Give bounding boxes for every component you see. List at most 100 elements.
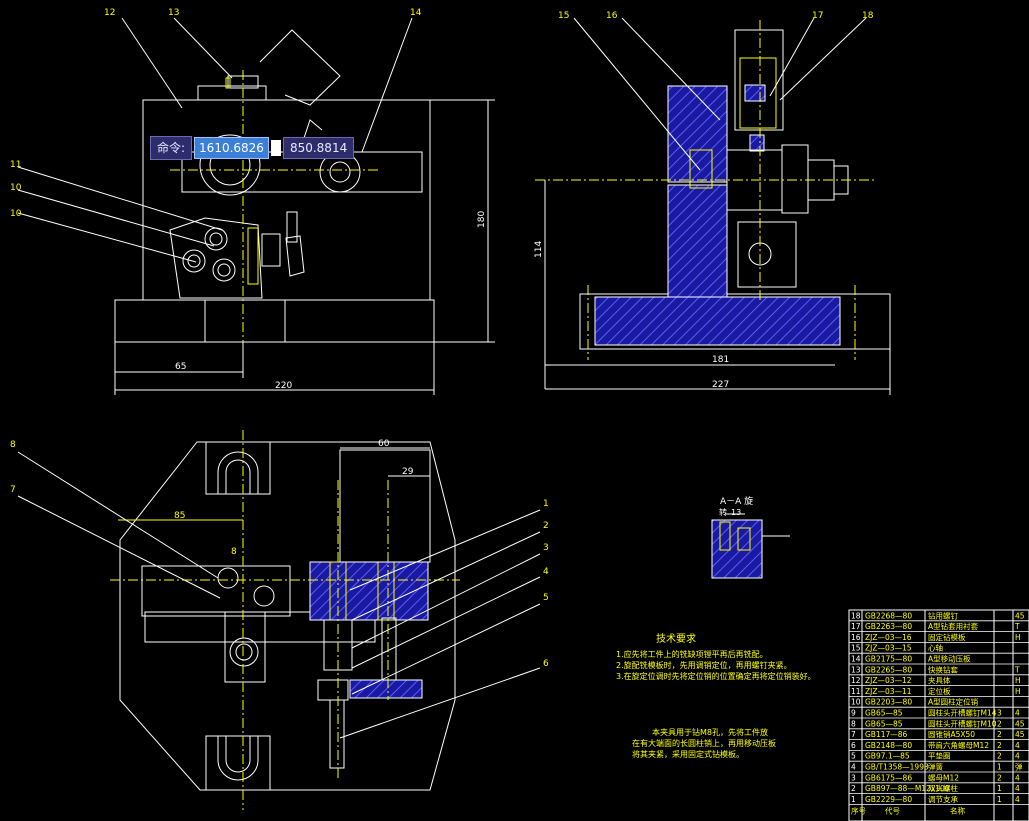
dim-180: 180 xyxy=(477,211,487,228)
bom-cell-material: 4 xyxy=(1015,795,1020,804)
bom-cell-name: 固定钻模板 xyxy=(928,632,966,642)
clamp-body-outline xyxy=(142,99,431,301)
bom-cell-no: 13 xyxy=(851,665,861,674)
bom-header-name: 名称 xyxy=(950,805,965,815)
dim-181: 181 xyxy=(712,355,729,365)
base-plate xyxy=(114,299,435,343)
callout-2: 2 xyxy=(543,521,549,531)
callout-6: 6 xyxy=(543,659,549,669)
callout-13: 13 xyxy=(168,8,179,18)
bom-cell-no: 9 xyxy=(851,709,856,718)
bom-cell-material: T xyxy=(1014,665,1020,674)
note-line-1: 本夹具用于钻M8孔，先将工件放 xyxy=(652,727,768,737)
bom-cell-code: GB2148—80 xyxy=(865,741,912,750)
bom-cell-code: GB117—86 xyxy=(865,730,908,739)
bom-cell-code: GB65—85 xyxy=(865,719,903,728)
side-section-view xyxy=(535,17,891,395)
command-label: 命令: xyxy=(150,136,193,160)
bom-cell-name: 圆锥销A5X50 xyxy=(928,729,975,739)
bom-cell-qty: 1 xyxy=(997,795,1002,804)
bill-of-materials xyxy=(848,609,1029,821)
bom-cell-qty: 1 xyxy=(997,763,1002,772)
bom-cell-name: 心轴 xyxy=(928,643,943,653)
x-coordinate-input[interactable]: 1610.6826 xyxy=(194,137,269,159)
front-view xyxy=(17,17,495,395)
bom-cell-name: 调节支承 xyxy=(928,794,958,804)
callout-11: 11 xyxy=(10,160,21,170)
command-input-overlay[interactable]: 命令: 1610.6826 850.8814 xyxy=(150,136,355,160)
callout-5: 5 xyxy=(543,593,549,603)
bom-cell-code: GB6175—86 xyxy=(865,773,912,782)
bom-cell-no: 17 xyxy=(851,622,861,631)
dim-65-front: 65 xyxy=(175,362,186,372)
bom-cell-code: GB2203—80 xyxy=(865,698,912,707)
bom-cell-code: GB2229—80 xyxy=(865,795,912,804)
dim-227: 227 xyxy=(712,380,729,390)
dim-60: 60 xyxy=(378,439,390,449)
y-coordinate-input[interactable]: 850.8814 xyxy=(282,137,355,159)
detail-dim: 13 xyxy=(731,508,741,517)
bom-cell-no: 8 xyxy=(851,719,856,728)
bom-cell-qty: 2 xyxy=(997,741,1002,750)
bom-cell-material: 弹 xyxy=(1015,762,1023,772)
callout-7: 7 xyxy=(10,485,16,495)
bom-cell-code: GB2263—80 xyxy=(865,622,912,631)
bom-cell-material: 45 xyxy=(1015,611,1025,620)
bom-cell-material: 4 xyxy=(1015,709,1020,718)
bom-header-no: 序号 xyxy=(851,805,866,815)
tech-item-1: 1.应先将工件上的铣缺项镗平再后再铣配。 xyxy=(616,649,768,659)
bom-cell-code: ZJZ—03—15 xyxy=(865,644,912,653)
bom-cell-code: GB897—88—M12x100 xyxy=(865,784,950,793)
bom-cell-no: 5 xyxy=(851,752,856,761)
callout-18: 18 xyxy=(862,11,874,21)
usage-note: 本夹具用于钻M8孔，先将工件放 在有大端面的长圆柱销上，再用移动压板 将其夹紧，… xyxy=(632,727,776,759)
detail-label: 转 xyxy=(719,507,727,517)
bom-cell-code: GB2265—80 xyxy=(865,665,912,674)
section-detail-aa xyxy=(711,513,790,579)
text-caret xyxy=(270,140,281,156)
bom-cell-material: 4 xyxy=(1015,773,1020,782)
bom-cell-qty: 2 xyxy=(997,730,1002,739)
bom-cell-code: ZJZ—03—12 xyxy=(865,676,912,685)
bom-cell-no: 2 xyxy=(851,784,856,793)
top-view xyxy=(17,430,541,810)
callout-3: 3 xyxy=(543,543,549,553)
bom-cell-code: GB97.1—85 xyxy=(865,752,910,761)
bom-cell-no: 10 xyxy=(851,698,861,707)
bom-cell-no: 7 xyxy=(851,730,856,739)
bom-cell-material: 4 xyxy=(1015,741,1020,750)
bom-cell-code: GB/T1358—1993 xyxy=(865,763,929,772)
bom-cell-material: 4 xyxy=(1015,752,1020,761)
bom-cell-qty: 2 xyxy=(997,773,1002,782)
bom-cell-no: 12 xyxy=(851,676,861,685)
technical-requirements: 技术要求 1.应先将工件上的铣缺项镗平再后再铣配。 2.旋配铣模板时，先用调销定… xyxy=(616,632,816,681)
bom-cell-material: 45 xyxy=(1015,719,1025,728)
callout-8-inline: 8 xyxy=(231,547,237,557)
tech-title: 技术要求 xyxy=(656,632,696,645)
bom-cell-name: 双头螺柱 xyxy=(928,783,958,793)
bom-cell-material: 45 xyxy=(1015,730,1025,739)
bom-cell-qty: 3 xyxy=(997,709,1002,718)
tech-item-2: 2.旋配铣模板时，先用调销定位，再用螺钉夹紧。 xyxy=(616,660,792,670)
bom-cell-name: 螺母M12 xyxy=(928,772,959,782)
bom-cell-code: GB2268—80 xyxy=(865,611,912,620)
callout-12: 12 xyxy=(104,8,115,18)
callout-1: 1 xyxy=(543,499,549,509)
bom-cell-name: 弹簧 xyxy=(928,762,943,772)
bom-cell-material: H xyxy=(1015,633,1021,642)
bom-cell-code: ZJZ—03—11 xyxy=(865,687,912,696)
bom-cell-name: 圆柱头开槽螺钉M14 xyxy=(928,708,997,718)
drawing-labels: 12 13 14 11 10 10 15 16 17 18 8 7 1 2 3 … xyxy=(10,8,874,669)
bom-cell-code: GB2175—80 xyxy=(865,655,912,664)
callout-10: 10 xyxy=(10,183,22,193)
note-line-2: 在有大端面的长圆柱销上，再用移动压板 xyxy=(632,738,776,748)
bom-cell-name: 定位板 xyxy=(928,686,951,696)
bom-cell-no: 18 xyxy=(851,611,861,620)
bom-cell-name: 快换钻套 xyxy=(928,664,958,674)
bom-cell-qty: 1 xyxy=(997,784,1002,793)
bom-cell-no: 6 xyxy=(851,741,856,750)
dim-220: 220 xyxy=(275,381,292,391)
callout-9: 10 xyxy=(10,209,22,219)
